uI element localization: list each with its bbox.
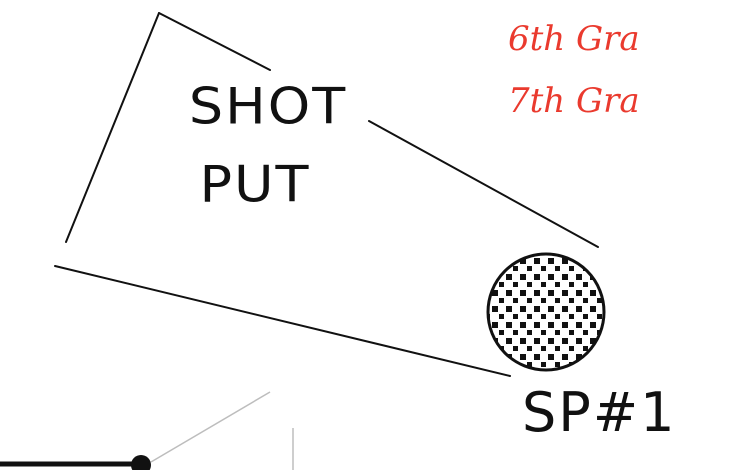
event-title-line-1: SHOT	[138, 82, 398, 132]
shot-put-ball-icon	[488, 254, 604, 370]
grade-6-label: 6th Gra	[508, 22, 640, 56]
event-title-line-2: PUT	[150, 160, 360, 210]
grade-7-label: 7th Gra	[508, 84, 640, 118]
station-code: SP#1	[522, 386, 676, 440]
field-marker-lines	[0, 392, 293, 470]
